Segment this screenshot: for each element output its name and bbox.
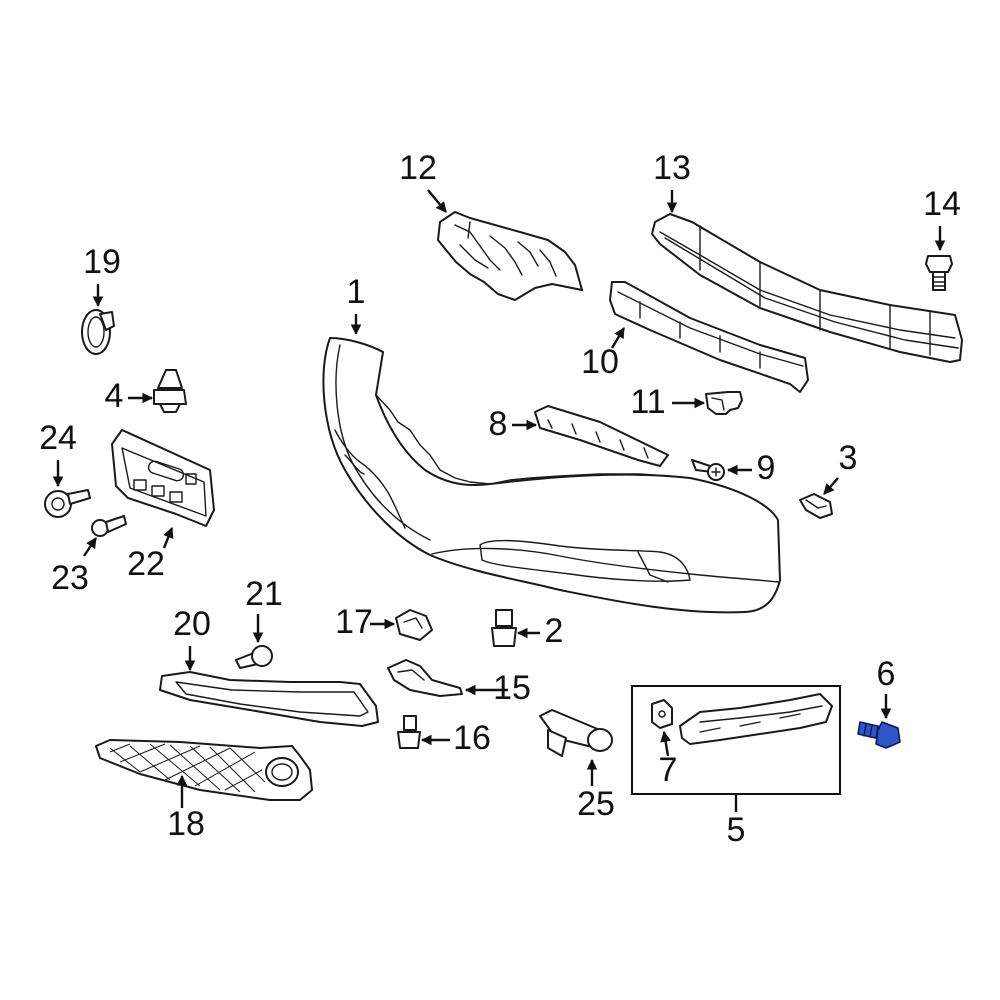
nut-clip-17[interactable] <box>395 609 433 641</box>
callout-8: 8 <box>489 405 508 443</box>
callout-25: 25 <box>577 785 615 823</box>
callout-16: 16 <box>453 719 491 757</box>
leader-arrows <box>52 189 946 812</box>
bolt-6-highlighted[interactable] <box>857 721 901 749</box>
screw-9[interactable] <box>691 459 725 481</box>
callout-20: 20 <box>173 605 211 643</box>
callout-5: 5 <box>727 811 746 849</box>
bolt-16[interactable] <box>397 715 421 749</box>
fog-grille[interactable] <box>95 739 313 801</box>
push-clip-4[interactable] <box>153 369 187 413</box>
push-pin-21[interactable] <box>235 645 273 669</box>
callout-9: 9 <box>757 449 776 487</box>
callout-18: 18 <box>167 805 205 843</box>
callout-3: 3 <box>839 439 858 477</box>
bolt-2[interactable] <box>491 609 517 647</box>
callout-labels: 1 2 3 4 5 6 7 8 9 10 11 12 13 14 15 16 1… <box>39 149 961 849</box>
callout-1: 1 <box>347 273 366 311</box>
callout-23: 23 <box>51 559 89 597</box>
clip-3[interactable] <box>799 493 833 519</box>
callout-13: 13 <box>653 149 691 187</box>
screw-23[interactable] <box>91 515 127 537</box>
callout-7: 7 <box>659 751 678 789</box>
callout-21: 21 <box>245 575 283 613</box>
parking-sensor[interactable] <box>539 709 613 757</box>
callout-17: 17 <box>335 603 373 641</box>
clip-11[interactable] <box>705 391 743 415</box>
callout-2: 2 <box>545 612 564 650</box>
upper-absorber[interactable] <box>437 211 583 301</box>
callout-12: 12 <box>399 149 437 187</box>
lower-reinforcement[interactable] <box>609 281 809 393</box>
side-bracket-5[interactable] <box>679 693 833 745</box>
screw-24[interactable] <box>44 489 91 518</box>
fog-garnish-frame[interactable] <box>159 671 379 727</box>
bracket-15[interactable] <box>387 659 463 697</box>
seal-ring-19[interactable] <box>81 309 115 355</box>
bumper-cover[interactable] <box>322 337 781 614</box>
callout-14: 14 <box>923 185 961 223</box>
callout-4: 4 <box>105 377 124 415</box>
bolt-14[interactable] <box>925 255 953 291</box>
callout-19: 19 <box>83 243 121 281</box>
bracket-strip-8[interactable] <box>534 405 669 467</box>
license-plate-bracket[interactable] <box>111 429 215 527</box>
clip-7[interactable] <box>651 699 673 729</box>
callout-15: 15 <box>493 669 531 707</box>
callout-11: 11 <box>630 383 665 421</box>
callout-24: 24 <box>39 419 77 457</box>
callout-10: 10 <box>581 343 619 381</box>
callout-6: 6 <box>877 655 896 693</box>
reinforcement-beam[interactable] <box>651 213 963 363</box>
callout-22: 22 <box>127 545 165 583</box>
